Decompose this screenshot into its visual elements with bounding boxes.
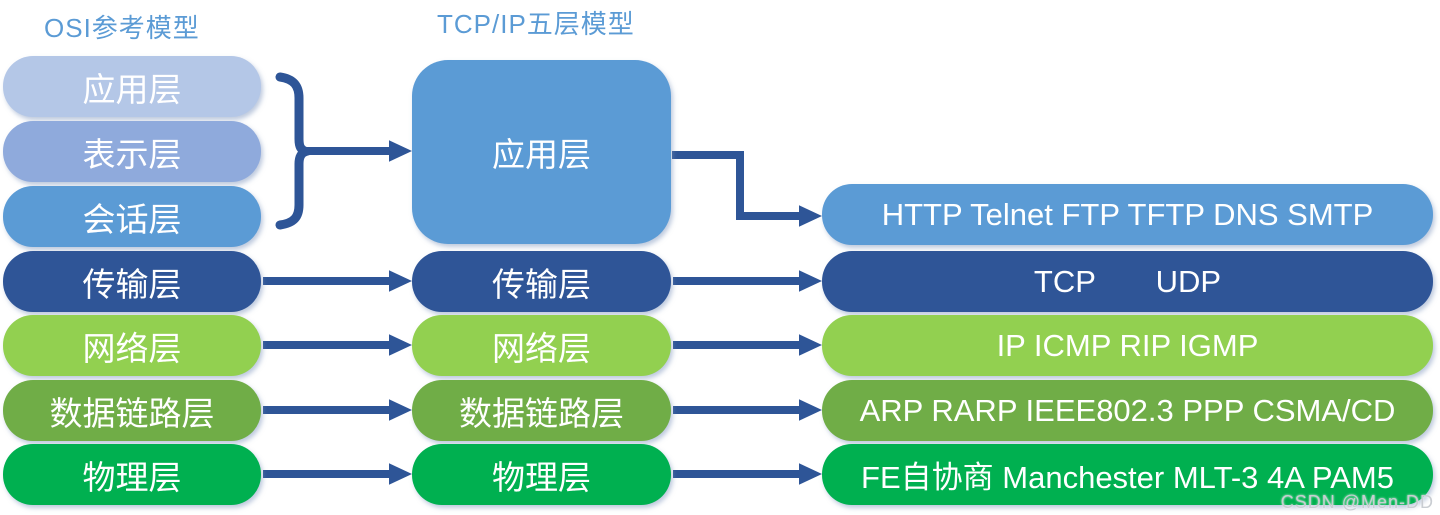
osi-layer-session: 会话层 (3, 186, 261, 247)
tcpip-layer-application: 应用层 (412, 60, 671, 244)
osi-layer-application: 应用层 (3, 56, 261, 117)
layer-label: 物理层 (82, 458, 182, 496)
tcpip-layer-transport: 传输层 (412, 251, 671, 312)
tcpip-layer-data-link: 数据链路层 (412, 380, 671, 441)
brace-osi-upper-layers (275, 72, 322, 230)
protocol-row-physical: FE自协商 Manchester MLT-3 4A PAM5 (822, 444, 1433, 505)
osi-layer-presentation: 表示层 (3, 121, 261, 182)
layer-label: 传输层 (492, 265, 591, 303)
layer-label: 数据链路层 (459, 394, 624, 432)
osi-layer-data-link: 数据链路层 (3, 380, 261, 441)
osi-layer-physical: 物理层 (3, 444, 261, 505)
layer-label: 应用层 (82, 70, 182, 108)
protocol-label: TCP UDP (1033, 263, 1222, 299)
layer-label: 表示层 (82, 135, 182, 173)
tcpip-model-title: TCP/IP五层模型 (437, 9, 635, 39)
protocol-label: FE自协商 Manchester MLT-3 4A PAM5 (861, 460, 1394, 495)
layer-label: 传输层 (82, 265, 182, 303)
protocol-row-application: HTTP Telnet FTP TFTP DNS SMTP (822, 184, 1433, 245)
tcpip-layer-physical: 物理层 (412, 444, 671, 505)
osi-model-title: OSI参考模型 (44, 13, 200, 43)
protocol-label: ARP RARP IEEE802.3 PPP CSMA/CD (859, 392, 1396, 428)
protocol-label: IP ICMP RIP IGMP (996, 327, 1259, 363)
protocol-row-data-link: ARP RARP IEEE802.3 PPP CSMA/CD (822, 380, 1433, 441)
protocol-label: HTTP Telnet FTP TFTP DNS SMTP (881, 196, 1374, 232)
layer-label: 物理层 (492, 458, 591, 496)
osi-layer-transport: 传输层 (3, 251, 261, 312)
tcpip-layer-network: 网络层 (412, 315, 671, 376)
protocol-row-transport: TCP UDP (822, 251, 1433, 312)
protocol-row-network: IP ICMP RIP IGMP (822, 315, 1433, 376)
layer-label: 网络层 (82, 329, 182, 367)
layer-label: 应用层 (492, 136, 591, 173)
layer-label: 数据链路层 (49, 394, 215, 432)
layer-label: 会话层 (82, 200, 182, 238)
osi-layer-network: 网络层 (3, 315, 261, 376)
layer-label: 网络层 (492, 329, 591, 367)
arrow-tcpip-application-to-protocols (672, 151, 822, 227)
watermark: CSDN @Men-DD (1280, 492, 1434, 512)
